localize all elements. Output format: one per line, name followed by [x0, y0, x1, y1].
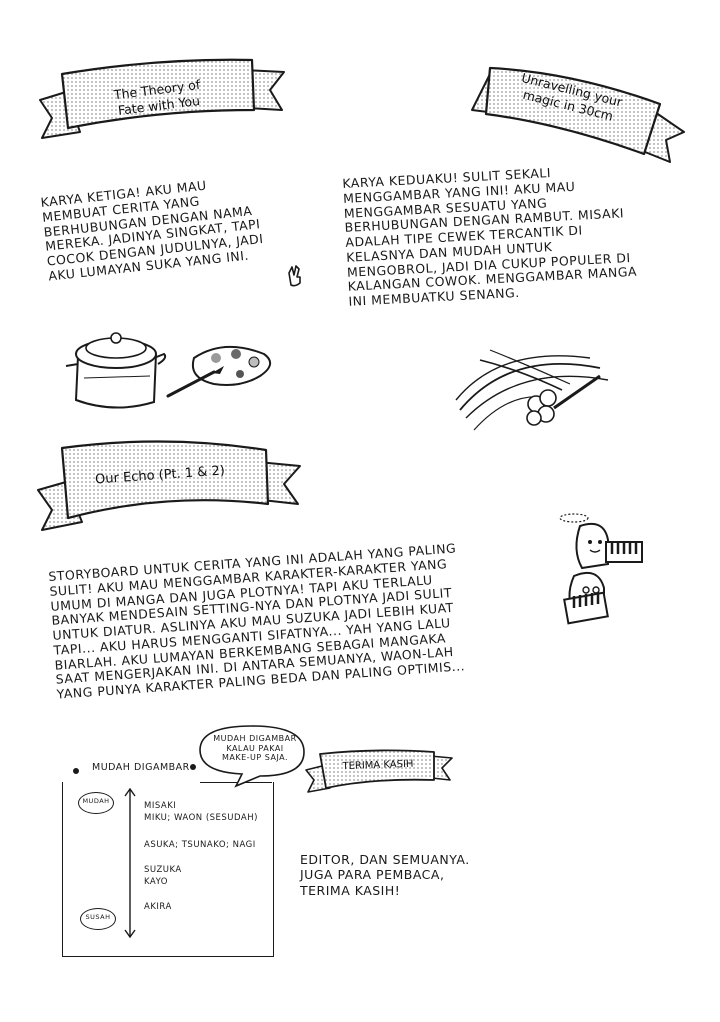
chart-entry-3: SUZUKA KAYO	[144, 865, 182, 888]
chart-heading-dot-right	[190, 764, 196, 770]
thanks-body-text: EDITOR, DAN SEMUANYA. JUGA PARA PEMBACA,…	[300, 852, 470, 898]
chart-entry-4: AKIRA	[144, 902, 172, 912]
difficulty-chart	[62, 782, 274, 957]
chart-entry-2: ASUKA; TSUNAKO; NAGI	[144, 840, 256, 850]
unravelling-body-text: KARYA KEDUAKU! SULIT SEKALI MENGGAMBAR Y…	[341, 165, 638, 309]
piano-characters-illustration	[559, 513, 643, 625]
chart-top-label: MUDAH	[82, 797, 110, 805]
ribbon-unravelling-banner	[471, 66, 685, 163]
pot-and-palette-illustration	[65, 332, 271, 409]
chart-speech-bubble-text: MUDAH DIGAMBAR KALAU PAKAI MAKE-UP SAJA.	[213, 734, 297, 763]
hair-strands-illustration	[455, 349, 609, 431]
chart-top-label-oval	[78, 792, 114, 814]
chart-top-border-right	[200, 782, 272, 783]
chart-entry-1: MISAKI MIKU; WAON (SESUDAH)	[144, 801, 258, 824]
ribbon-thanks-banner	[305, 749, 453, 793]
echo-body-text: STORYBOARD UNTUK CERITA YANG INI ADALAH …	[47, 540, 466, 702]
peace-hand-icon	[288, 265, 301, 287]
chart-speech-bubble-shape	[199, 725, 305, 788]
chart-bottom-label: SUSAH	[85, 913, 111, 921]
ribbon-theory-banner	[39, 58, 285, 139]
ribbon-echo-banner	[37, 440, 301, 531]
chart-heading: MUDAH DIGAMBAR	[92, 762, 190, 773]
chart-difficulty-arrow	[124, 787, 136, 939]
chart-heading-dot	[73, 768, 79, 774]
chart-bottom-label-oval	[80, 908, 116, 930]
